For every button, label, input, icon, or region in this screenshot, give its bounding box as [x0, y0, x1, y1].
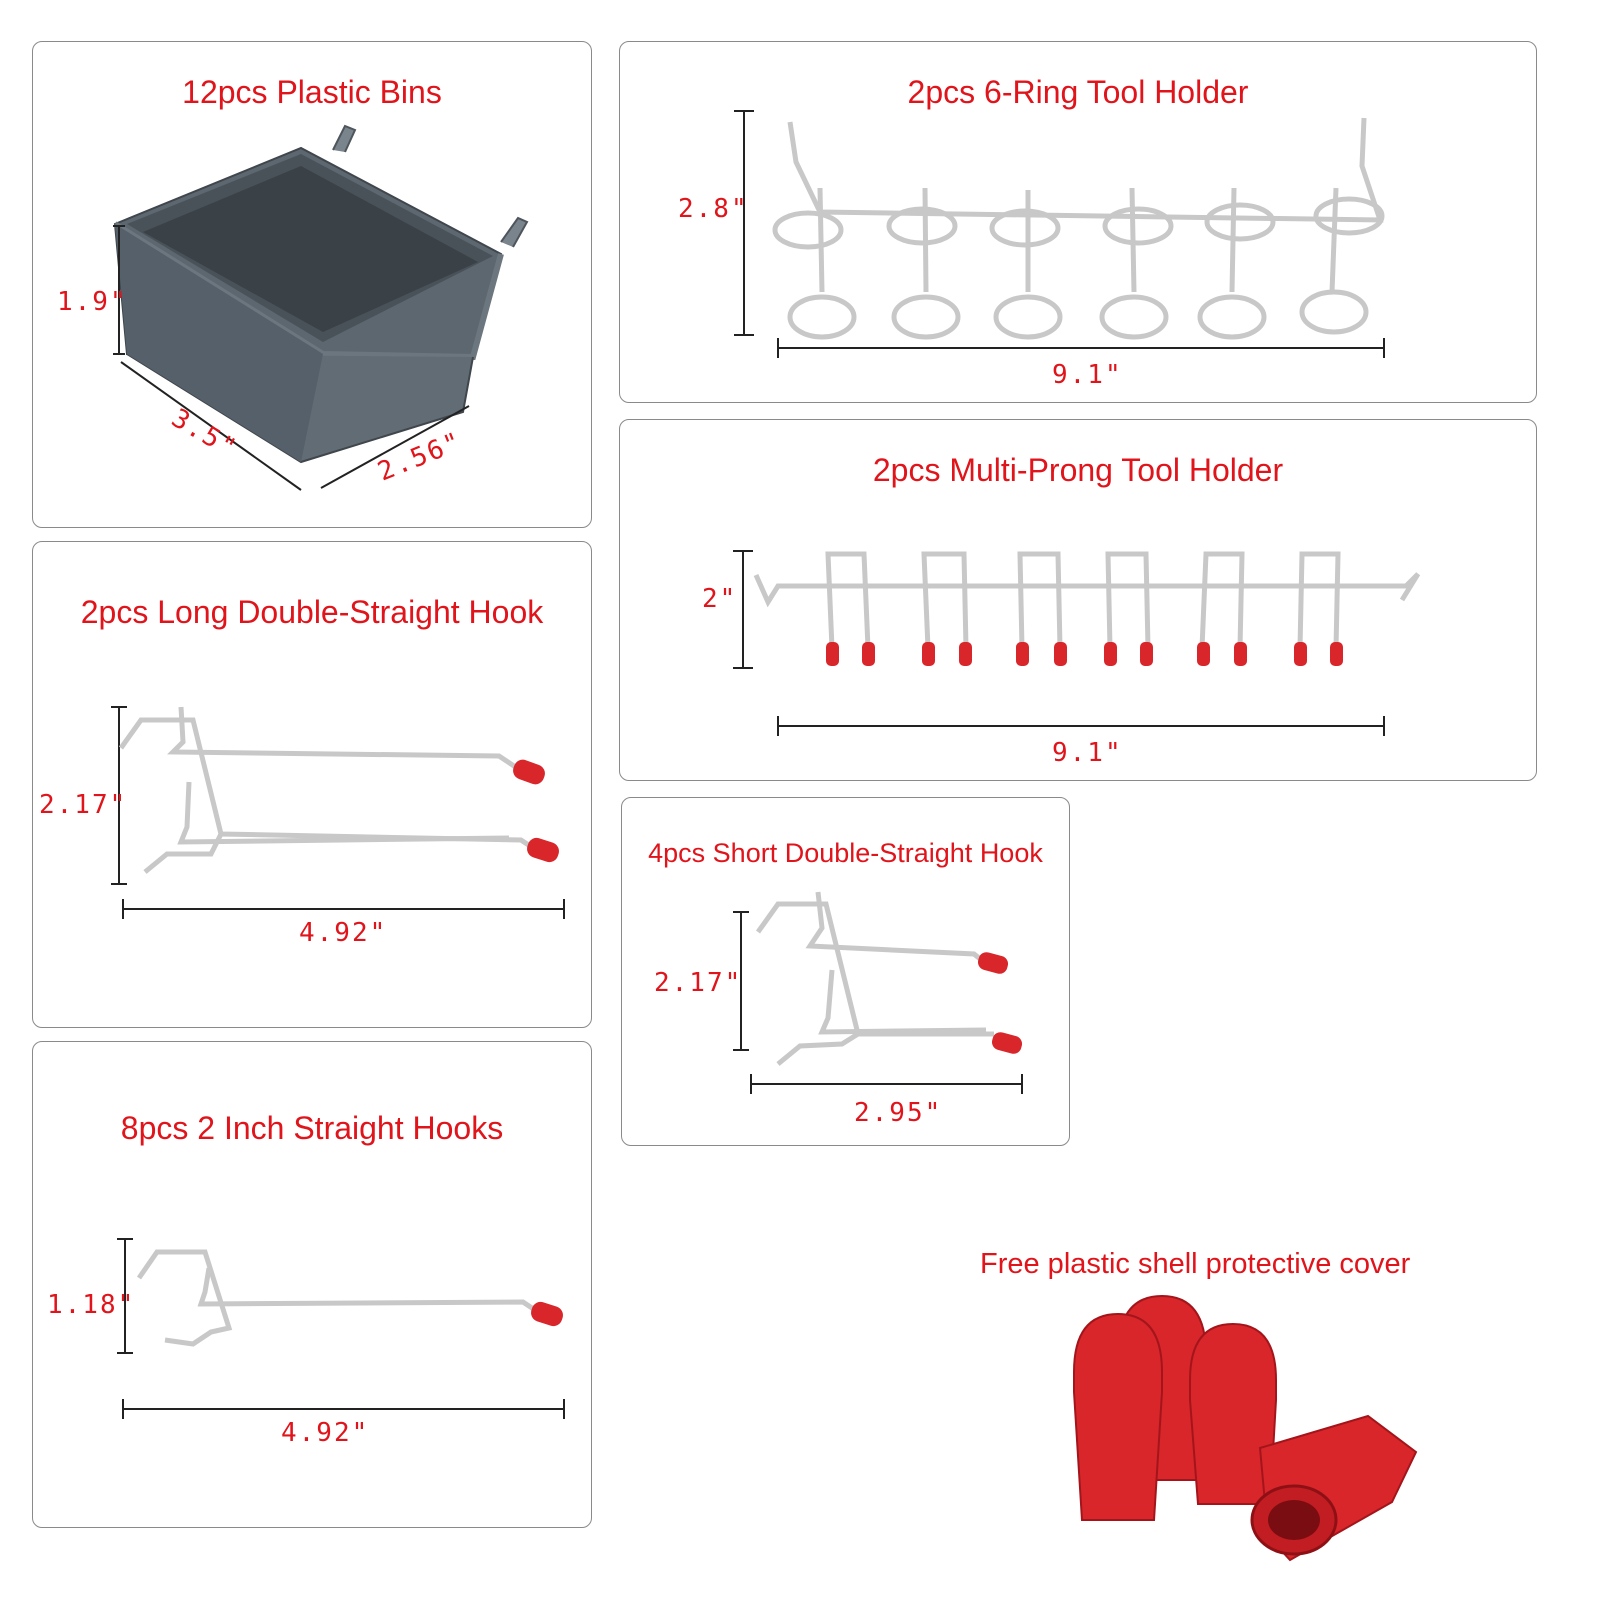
free-cover-title: Free plastic shell protective cover [980, 1248, 1411, 1280]
straight-hooks-panel: 8pcs 2 Inch Straight Hooks 1.18" 4.92" [32, 1041, 592, 1528]
dimension-width-label: 9.1" [1052, 360, 1123, 390]
panel-title: 12pcs Plastic Bins [182, 74, 442, 110]
short-double-hook-image [733, 891, 1023, 1094]
dimension-height-label: 2.8" [678, 194, 749, 224]
ring-holder-panel: 2pcs 6-Ring Tool Holder 2.8" 9.1" [619, 41, 1537, 403]
panel-title: 8pcs 2 Inch Straight Hooks [120, 1110, 504, 1146]
long-double-hook-panel: 2pcs Long Double-Straight Hook 2.17" 4.9… [32, 541, 592, 1028]
dimension-width-label: 2.95" [854, 1098, 943, 1128]
dimension-width-label: 4.92" [281, 1418, 370, 1448]
panel-title: 2pcs Long Double-Straight Hook [80, 594, 544, 630]
panel-title: 2pcs 6-Ring Tool Holder [907, 74, 1249, 110]
panel-title: 4pcs Short Double-Straight Hook [648, 838, 1043, 868]
long-double-hook-image [111, 706, 565, 919]
dimension-height-label: 2.17" [654, 968, 743, 998]
multi-prong-image [733, 550, 1421, 736]
dimension-height-label: 1.18" [47, 1290, 136, 1320]
straight-hooks-image [117, 1238, 565, 1419]
dimension-width-label: 4.92" [299, 918, 388, 948]
dimension-height-label: 2.17" [39, 790, 128, 820]
ring-holder-image [734, 110, 1385, 358]
dimension-height-label: 2" [702, 584, 738, 614]
dimension-width-label: 9.1" [1052, 738, 1123, 768]
panel-title: 2pcs Multi-Prong Tool Holder [872, 452, 1284, 488]
multi-prong-panel: 2pcs Multi-Prong Tool Holder 2" 9.1" [619, 419, 1537, 781]
plastic-bins-panel: 12pcs Plastic Bins 1.9" 3.5" 2.56" [32, 41, 592, 528]
short-double-hook-panel: 4pcs Short Double-Straight Hook 2.17" 2.… [621, 797, 1070, 1146]
plastic-bin-image [113, 124, 529, 491]
dimension-height-label: 1.9" [57, 287, 128, 317]
